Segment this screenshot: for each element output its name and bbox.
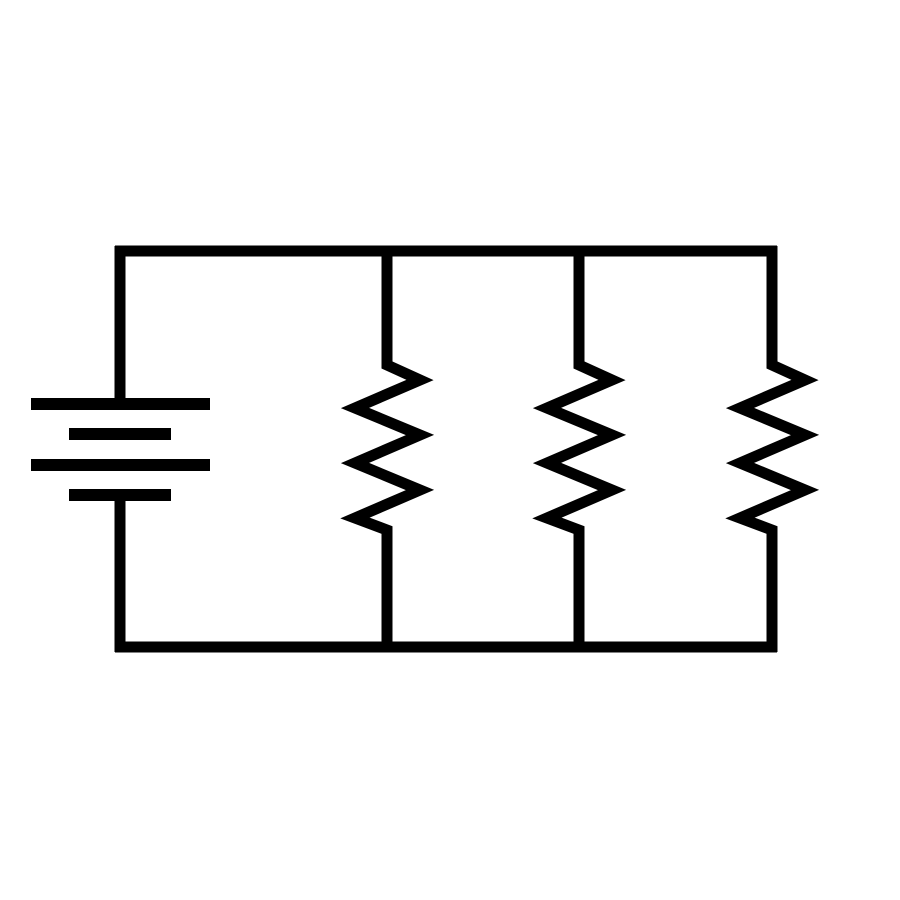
resistor-1 [340, 246, 435, 652]
resistor-branch-2 [532, 246, 627, 652]
resistor-3 [725, 246, 820, 652]
circuit [31, 245, 820, 653]
resistor-branch-1 [340, 246, 435, 652]
resistor-branch-3 [725, 246, 820, 652]
battery-symbol [31, 398, 210, 501]
resistor-2 [532, 246, 627, 652]
